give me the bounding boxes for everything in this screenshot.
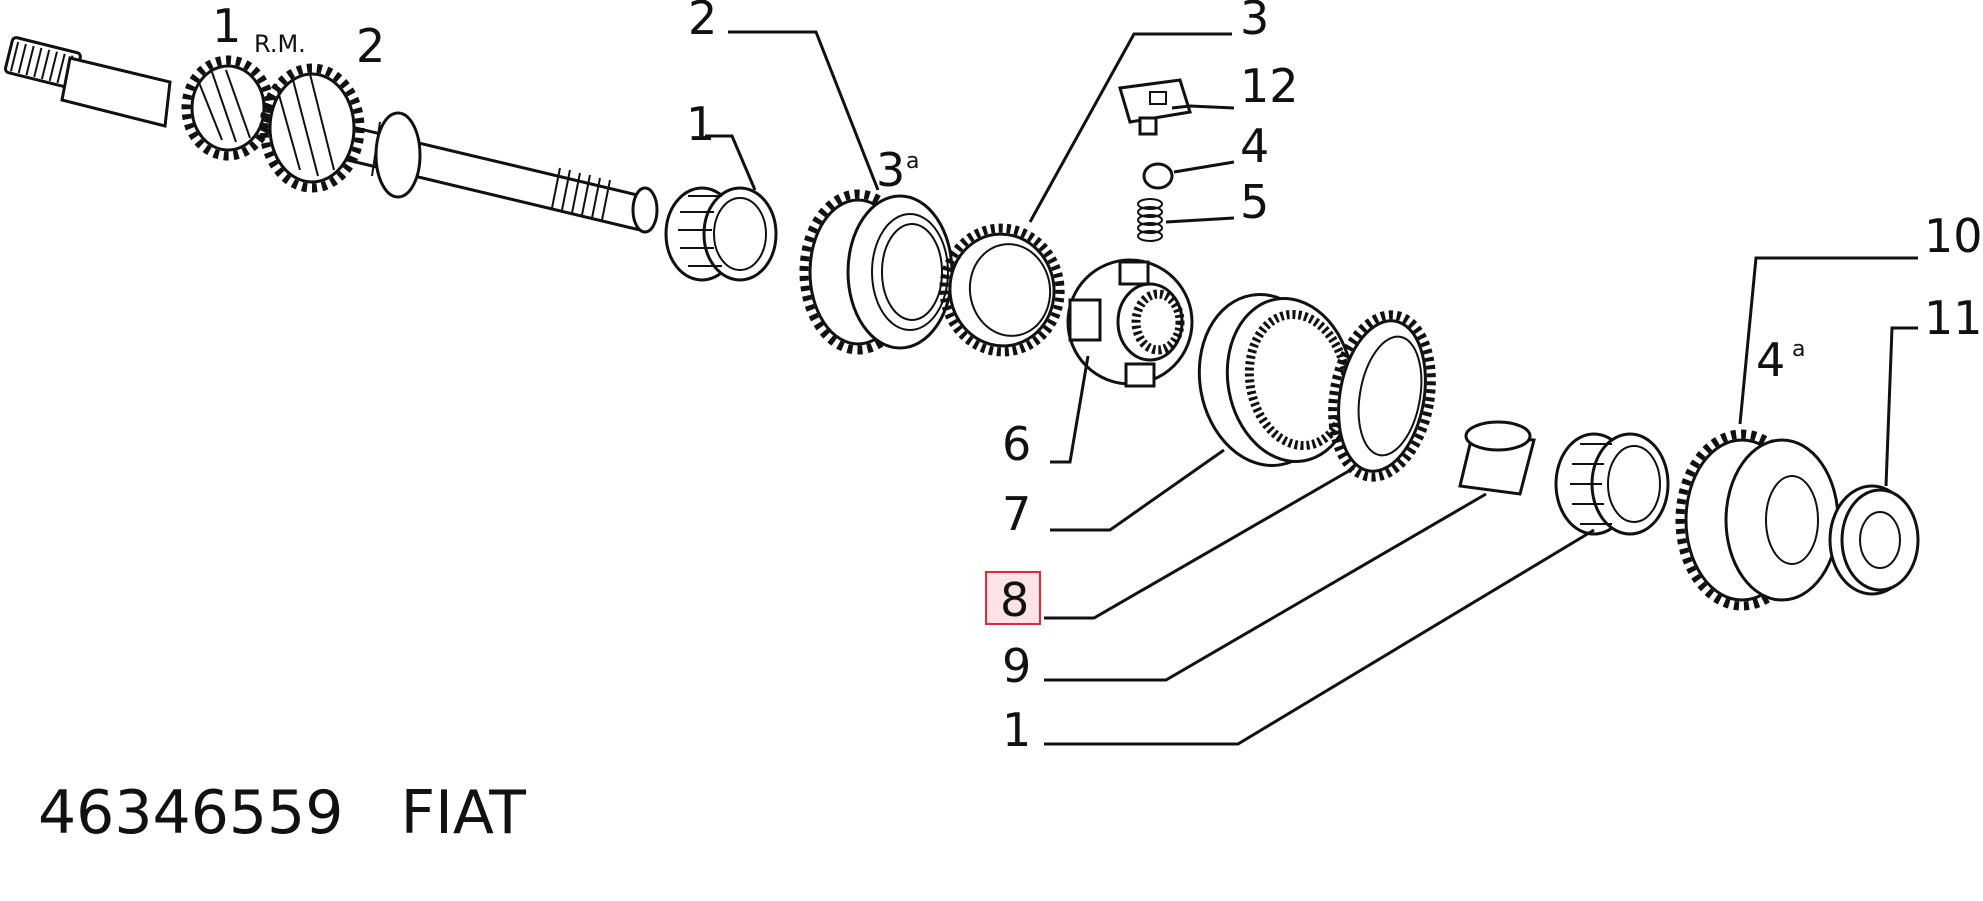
label-shaft-rm: R.M. [254,30,306,58]
label-1-bottom: 1 [1002,703,1031,757]
label-9: 9 [1002,639,1031,693]
label-12: 12 [1240,59,1299,113]
label-2: 2 [688,0,717,45]
main-shaft [3,36,659,234]
synchro-ring-3 [939,223,1065,357]
label-3a: 3 [876,143,905,197]
label-4: 4 [1240,119,1269,173]
label-11: 11 [1924,291,1983,345]
leader-lines [705,30,1918,746]
label-5: 5 [1240,175,1269,229]
label-3a-sup: a [906,149,919,174]
callout-labels: 1 R.M. 2 1 2 3 a 3 12 4 5 10 4 a 11 6 7 … [212,0,1983,757]
part-number: 46346559 [38,778,344,848]
bush-9 [1458,420,1536,496]
needle-bearing-1 [664,186,778,282]
label-8: 8 [1000,573,1029,627]
label-10: 10 [1924,209,1983,263]
needle-bearing-1-lower [1554,432,1670,536]
brand-name: FIAT [400,778,526,848]
label-7: 7 [1002,487,1031,541]
thrust-washer-11 [1828,484,1920,596]
synchro-hub-6 [1066,258,1194,388]
label-3: 3 [1240,0,1269,45]
label-6: 6 [1002,417,1031,471]
synchro-ring-8 [1328,310,1436,482]
label-shaft-2: 2 [356,19,385,73]
label-4a-sup: a [1792,337,1805,362]
gear-4th [1675,429,1840,611]
label-shaft-1: 1 [212,0,241,53]
footer-caption: 46346559 FIAT [38,778,526,848]
label-8-highlight [985,571,1041,625]
gear-3rd [799,189,954,355]
sliding-sleeve-7 [1197,293,1355,467]
detent-parts [1118,78,1192,242]
label-1-top: 1 [686,97,715,151]
label-4a: 4 [1756,333,1785,387]
